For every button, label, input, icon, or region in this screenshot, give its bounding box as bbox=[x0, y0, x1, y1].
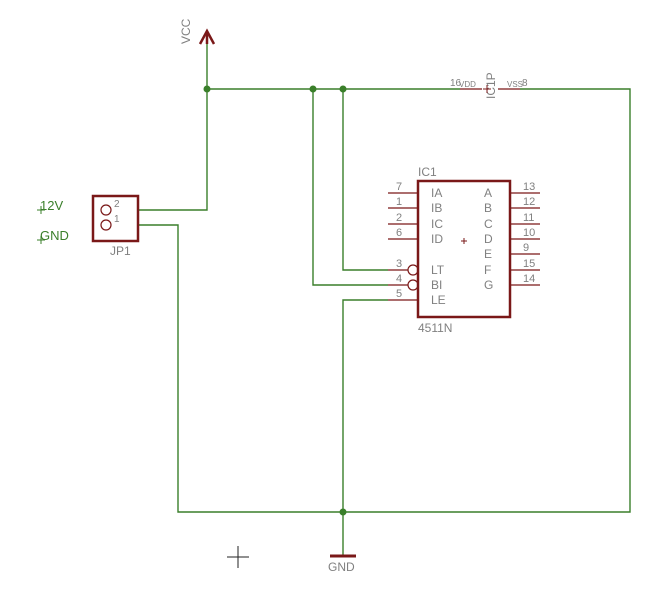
ic-name: IC1 bbox=[418, 165, 437, 179]
connector-pin-num-2: 2 bbox=[114, 199, 120, 210]
inversion-bubble bbox=[407, 279, 419, 291]
pin-number: 14 bbox=[523, 273, 535, 285]
ic-pin-d[interactable]: 10 D bbox=[484, 227, 540, 246]
pin-name: IB bbox=[431, 201, 442, 215]
wire-lt[interactable] bbox=[342, 89, 388, 271]
pin-number: 7 bbox=[396, 181, 402, 193]
wires bbox=[138, 38, 631, 556]
pin-name: IC bbox=[431, 217, 443, 231]
connector-pin-2 bbox=[100, 204, 112, 216]
cross-marker-icon bbox=[37, 236, 45, 244]
pin-number: 3 bbox=[396, 258, 402, 270]
ic-pin-ib[interactable]: 1 IB bbox=[388, 196, 442, 215]
pin-number: 6 bbox=[396, 227, 402, 239]
ic-pin-lt[interactable]: 3 LT bbox=[388, 258, 445, 277]
connector-pin-1 bbox=[100, 219, 112, 231]
net-label-12v[interactable]: 12V bbox=[40, 198, 63, 213]
vdd-pin-label: VDD bbox=[459, 80, 476, 89]
pin-name: LT bbox=[431, 263, 445, 277]
pin-name: BI bbox=[431, 278, 442, 292]
inversion-bubble bbox=[407, 264, 419, 276]
wire-bi[interactable] bbox=[312, 89, 388, 286]
ic-pin-ic[interactable]: 2 IC bbox=[388, 212, 443, 231]
vss-pin-label: VSS bbox=[507, 80, 523, 89]
net-labels: 12V GND bbox=[37, 198, 69, 244]
connector-body bbox=[91, 194, 140, 243]
pin-number: 10 bbox=[523, 227, 535, 239]
pin-number: 11 bbox=[523, 212, 534, 224]
wire-vcc-drop[interactable] bbox=[138, 38, 208, 211]
pin-number: 15 bbox=[523, 258, 535, 270]
connector-jp1[interactable]: 2 1 JP1 bbox=[91, 194, 140, 258]
wire-vss-rail[interactable] bbox=[138, 88, 631, 513]
ic-left-pins: 7 IA 1 IB 2 IC 6 ID 3 LT 4 BI 5 LE bbox=[388, 181, 446, 307]
pin-number: 9 bbox=[523, 242, 529, 254]
vcc-label: VCC bbox=[179, 18, 193, 44]
junction-lt bbox=[339, 85, 347, 93]
ic-pin-f[interactable]: 15 F bbox=[484, 258, 540, 277]
ic-pin-b[interactable]: 12 B bbox=[484, 196, 540, 215]
pin-number: 5 bbox=[396, 288, 402, 300]
pin-name: A bbox=[484, 186, 492, 200]
pin-number: 2 bbox=[396, 212, 402, 224]
vcc-symbol[interactable]: VCC bbox=[179, 18, 216, 45]
pin-number: 4 bbox=[396, 273, 402, 285]
ic-value: 4511N bbox=[418, 321, 452, 335]
junctions bbox=[203, 85, 347, 516]
pin-number: 1 bbox=[396, 196, 402, 208]
pin-name: LE bbox=[431, 293, 446, 307]
ic-pin-ia[interactable]: 7 IA bbox=[388, 181, 442, 200]
pin-name: F bbox=[484, 263, 491, 277]
pin-name: C bbox=[484, 217, 493, 231]
pin-name: B bbox=[484, 201, 492, 215]
net-label-gnd[interactable]: GND bbox=[40, 228, 69, 243]
junction-gnd bbox=[339, 508, 347, 516]
pin-name: IA bbox=[431, 186, 442, 200]
ic-pin-g[interactable]: 14 G bbox=[484, 273, 540, 292]
connector-pin-num-1: 1 bbox=[114, 214, 120, 225]
junction-vcc bbox=[203, 85, 211, 93]
ic-power-symbol[interactable]: 16 VDD VSS 8 IC1P bbox=[450, 72, 528, 99]
ic-body bbox=[416, 179, 512, 319]
gnd-symbol[interactable]: GND bbox=[328, 554, 356, 574]
junction-bi bbox=[309, 85, 317, 93]
pin-number: 12 bbox=[523, 196, 535, 208]
ic-pin-bi[interactable]: 4 BI bbox=[388, 273, 442, 292]
cursor-crosshair-icon bbox=[227, 546, 249, 568]
gnd-label: GND bbox=[328, 560, 355, 574]
ic-pin-id[interactable]: 6 ID bbox=[388, 227, 443, 246]
cross-marker-icon bbox=[37, 206, 45, 214]
wire-le[interactable] bbox=[342, 299, 388, 512]
pin-name: G bbox=[484, 278, 493, 292]
connector-name: JP1 bbox=[110, 244, 131, 258]
ic-power-label: IC1P bbox=[484, 72, 498, 99]
origin-plus-icon bbox=[461, 238, 467, 244]
vdd-pin-number: 16 bbox=[450, 78, 462, 89]
ic-pin-c[interactable]: 11 C bbox=[484, 212, 540, 231]
ic-pin-e[interactable]: 9E bbox=[484, 242, 540, 261]
pin-name: E bbox=[484, 247, 492, 261]
pin-name: ID bbox=[431, 232, 443, 246]
ic-pin-a[interactable]: 13 A bbox=[484, 181, 540, 200]
pin-name: D bbox=[484, 232, 493, 246]
pin-number: 13 bbox=[523, 181, 535, 193]
ic-pin-le[interactable]: 5 LE bbox=[388, 288, 446, 307]
vss-pin-number: 8 bbox=[522, 78, 528, 89]
origin-plus-icon bbox=[483, 85, 491, 93]
